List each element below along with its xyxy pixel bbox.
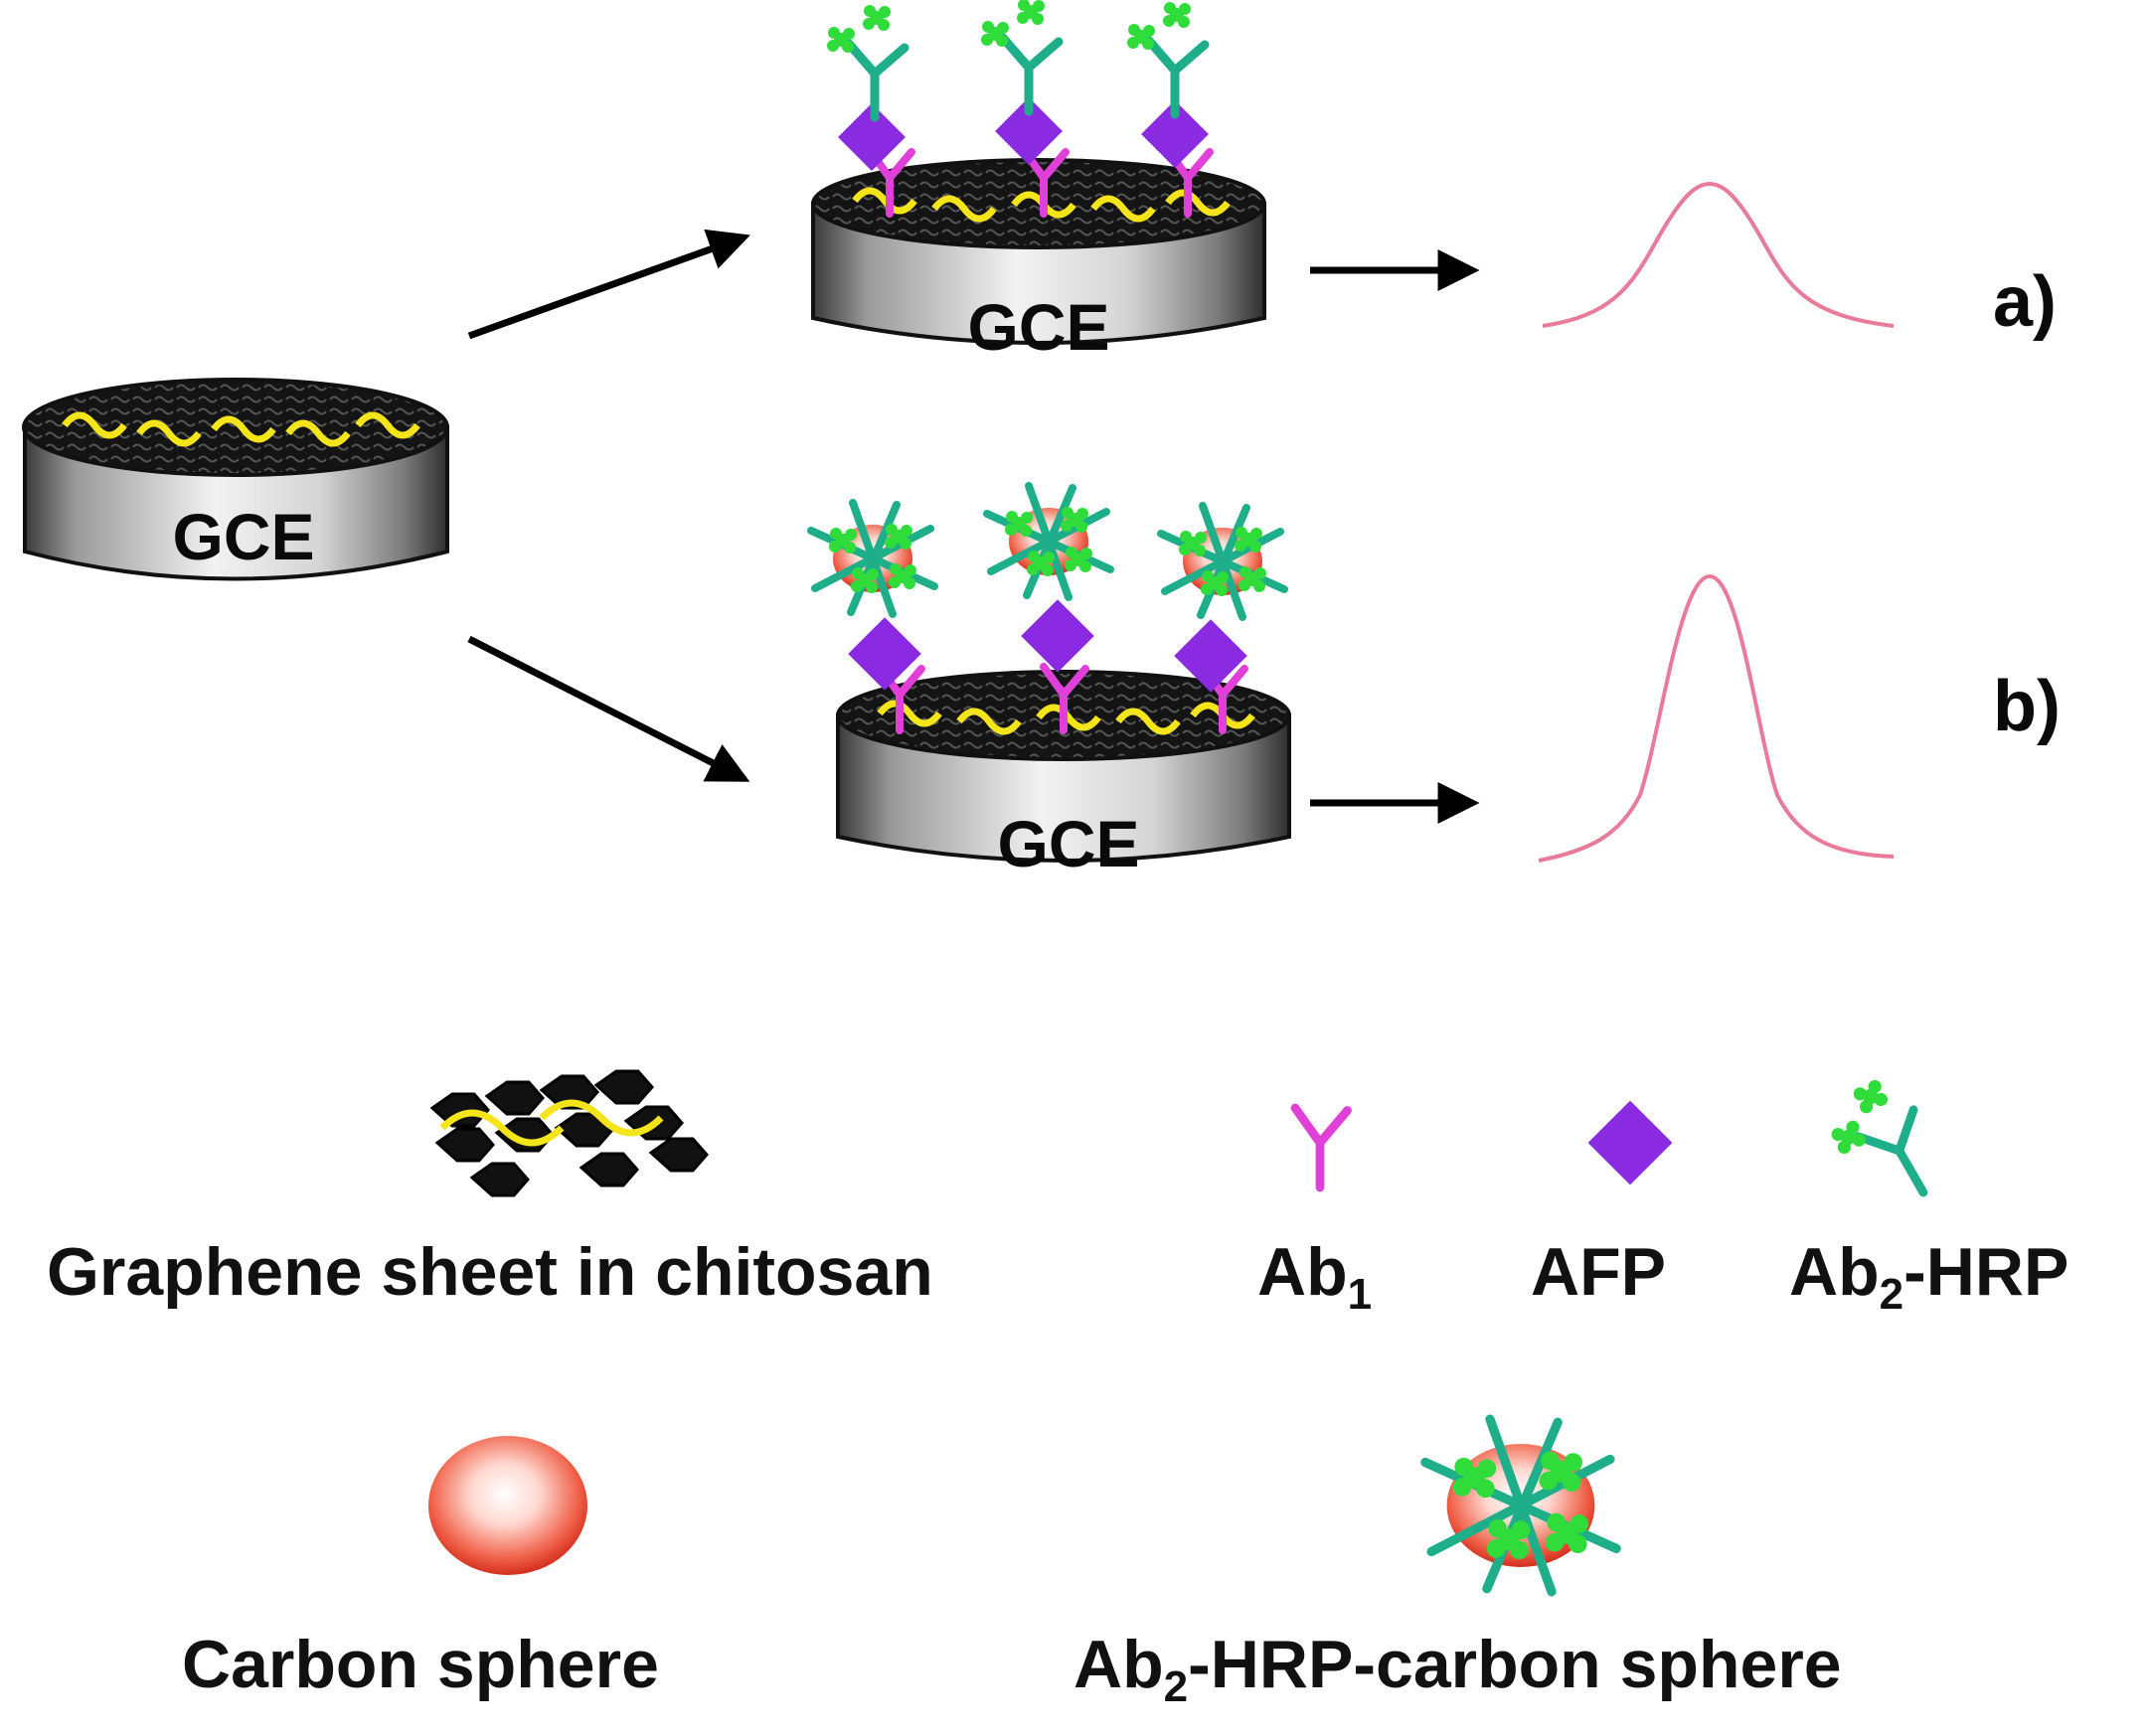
antigen-diamond-icon [1174,619,1247,693]
electrode-label: GCE [997,807,1139,880]
carbon-sphere-conjugate-icon [987,486,1110,597]
legend-afp-label: AFP [1531,1234,1666,1310]
panel-label-a: a) [1993,262,2057,342]
signal-peak-icon [1538,573,1895,863]
base-electrode: GCE [22,378,449,581]
legend-ab2-hrp-icon [1828,1076,1928,1197]
panel-label-b: b) [1993,667,2061,746]
carbon-sphere-conjugate-icon [811,503,934,614]
legend-conjugate-icon [1420,1414,1621,1597]
sandwich-complex [811,503,934,730]
legend-carbon-sphere-label: Carbon sphere [182,1627,659,1702]
legend-graphene-icon [429,1069,709,1197]
antigen-diamond-icon [848,617,921,691]
hrp-antibody-icon [981,0,1059,111]
signal-peak-icon [1542,181,1895,328]
electrode-label: GCE [967,290,1109,364]
electrode-label: GCE [172,500,314,573]
carbon-sphere-conjugate-icon [1161,506,1284,617]
carbon-sphere-icon [428,1436,587,1575]
hrp-antibody-icon [1127,2,1205,114]
electrode-panel-a: GCE [811,0,1266,364]
arrow-icon [467,229,750,340]
electrode-panel-b: GCE [811,486,1291,880]
hrp-antibody-icon [827,5,905,117]
legend-ab1-label: Ab1 [1257,1234,1372,1319]
antigen-diamond-icon [1021,599,1094,673]
legend-conjugate-label: Ab2-HRP-carbon sphere [1074,1627,1842,1711]
legend-afp-icon [1587,1100,1673,1185]
legend-ab1-icon [1290,1103,1352,1192]
graphene-sheet-icon [62,411,420,447]
sandwich-complex [1161,506,1284,730]
sandwich-complex [987,486,1110,730]
arrow-icon [467,635,750,782]
legend-graphene-label: Graphene sheet in chitosan [47,1234,933,1310]
legend-ab2-hrp-label: Ab2-HRP [1789,1234,2068,1319]
